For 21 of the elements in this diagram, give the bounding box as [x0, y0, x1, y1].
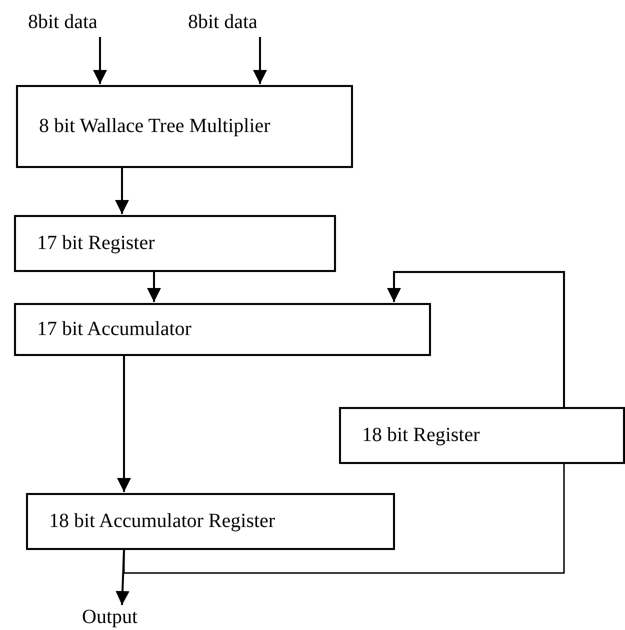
- block-label: 8 bit Wallace Tree Multiplier: [39, 114, 270, 139]
- output-label: Output: [82, 605, 158, 630]
- block-box: [339, 407, 625, 464]
- arrow: [147, 272, 161, 302]
- block-box: [26, 493, 395, 550]
- arrow: [253, 37, 267, 84]
- block-label: 18 bit Register: [362, 423, 480, 448]
- block-box: [14, 303, 431, 356]
- arrow: [117, 356, 131, 492]
- arrow: [116, 550, 130, 606]
- block-label: 18 bit Accumulator Register: [49, 509, 276, 534]
- arrow: [115, 168, 129, 214]
- input-label: 8bit data: [188, 10, 284, 36]
- block-label: 17 bit Register: [37, 231, 155, 256]
- connector-line: [123, 464, 565, 574]
- block-box: [14, 215, 336, 272]
- block-label: 17 bit Accumulator: [37, 317, 192, 342]
- arrow: [387, 271, 565, 407]
- block-box: [16, 85, 353, 168]
- arrow: [93, 37, 107, 84]
- input-label: 8bit data: [28, 10, 124, 36]
